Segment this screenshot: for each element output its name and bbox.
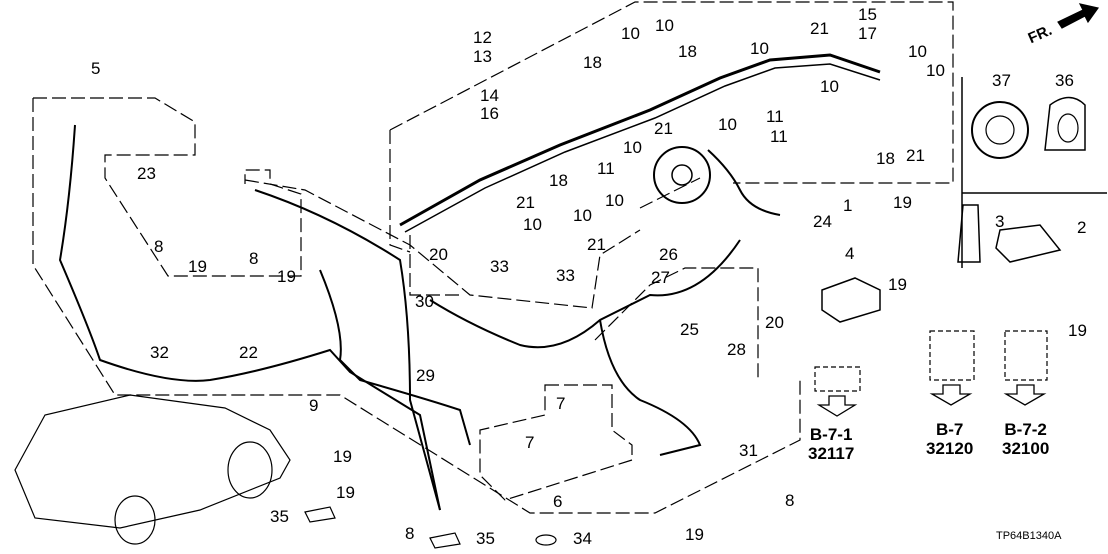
callout-10: 10 (573, 206, 592, 225)
callout-10: 10 (718, 115, 737, 134)
callout-32: 32 (150, 343, 169, 362)
callout-20: 20 (429, 245, 448, 264)
grommet-34 (535, 534, 557, 546)
callout-19: 19 (277, 267, 296, 286)
callout-35: 35 (270, 507, 289, 526)
callout-30: 30 (415, 292, 434, 311)
callout-4: 4 (845, 244, 855, 263)
callout-19: 19 (888, 275, 907, 294)
callout-19: 19 (685, 525, 704, 544)
callout-8: 8 (405, 524, 415, 543)
reference-section: B-7 (935, 420, 964, 439)
car-outline (14, 394, 291, 545)
reference-frames (814, 330, 1048, 392)
callout-19: 19 (188, 257, 207, 276)
callout-18: 18 (549, 171, 568, 190)
callout-14: 14 (480, 86, 499, 105)
callout-10: 10 (605, 191, 624, 210)
reference-section: B-7-1 (809, 425, 853, 444)
callout-12: 12 (473, 28, 492, 47)
callout-18: 18 (678, 42, 697, 61)
callout-10: 10 (908, 42, 927, 61)
callout-13: 13 (473, 47, 492, 66)
callout-15: 15 (858, 5, 877, 24)
callout-19: 19 (1068, 321, 1087, 340)
front-direction-arrow (1057, 3, 1100, 29)
callout-19: 19 (893, 193, 912, 212)
callout-3: 3 (995, 212, 1005, 231)
callout-21: 21 (516, 193, 535, 212)
reference-section: B-7-2 (1004, 420, 1047, 439)
callout-19: 19 (336, 483, 355, 502)
callout-11: 11 (597, 159, 615, 178)
callout-1: 1 (843, 196, 853, 215)
callout-29: 29 (416, 366, 435, 385)
callout-7: 7 (556, 394, 566, 413)
reference-part-number: 32120 (926, 439, 974, 458)
callout-5: 5 (91, 59, 101, 78)
callout-22: 22 (239, 343, 258, 362)
callout-21: 21 (810, 19, 829, 38)
callout-10: 10 (621, 24, 640, 43)
callout-26: 26 (659, 245, 678, 264)
pad-35b (429, 532, 461, 549)
callout-34: 34 (573, 529, 592, 548)
callout-20: 20 (765, 313, 784, 332)
callout-11: 11 (766, 107, 784, 126)
callout-11: 11 (770, 127, 788, 146)
callout-9: 9 (309, 396, 319, 415)
reference-b-7[interactable]: B-7 32120 (926, 420, 973, 458)
callout-10: 10 (523, 215, 542, 234)
callout-33: 33 (490, 257, 509, 276)
callout-10: 10 (623, 138, 642, 157)
callout-21: 21 (654, 119, 673, 138)
callout-24: 24 (813, 212, 832, 231)
callout-6: 6 (553, 492, 563, 511)
callout-36: 36 (1055, 71, 1074, 90)
callout-7: 7 (525, 433, 535, 452)
callout-8: 8 (154, 237, 164, 256)
callout-31: 31 (739, 441, 758, 460)
reference-b-7-1[interactable]: B-7-1 32117 (808, 425, 854, 463)
callout-23: 23 (137, 164, 156, 183)
callout-21: 21 (906, 146, 925, 165)
callout-17: 17 (858, 24, 877, 43)
callout-18: 18 (876, 149, 895, 168)
pad-35a (304, 506, 336, 523)
callout-25: 25 (680, 320, 699, 339)
reference-arrows (816, 384, 1047, 417)
diagram-code: TP64B1340A (996, 530, 1062, 542)
callout-10: 10 (926, 61, 945, 80)
callout-19: 19 (333, 447, 352, 466)
reference-part-number: 32117 (808, 444, 855, 463)
callout-8: 8 (249, 249, 259, 268)
callout-28: 28 (727, 340, 746, 359)
reference-part-number: 32100 (1002, 439, 1050, 458)
callout-18: 18 (583, 53, 602, 72)
callout-10: 10 (750, 39, 769, 58)
callout-35: 35 (476, 529, 495, 548)
callout-37: 37 (992, 71, 1011, 90)
callout-16: 16 (480, 104, 499, 123)
callout-10: 10 (820, 77, 839, 96)
callout-21: 21 (587, 235, 606, 254)
callout-33: 33 (556, 266, 575, 285)
reference-b-7-2[interactable]: B-7-2 32100 (1002, 420, 1049, 458)
callout-8: 8 (785, 491, 795, 510)
callout-10: 10 (655, 16, 674, 35)
callout-27: 27 (651, 268, 670, 287)
callout-2: 2 (1077, 218, 1087, 237)
